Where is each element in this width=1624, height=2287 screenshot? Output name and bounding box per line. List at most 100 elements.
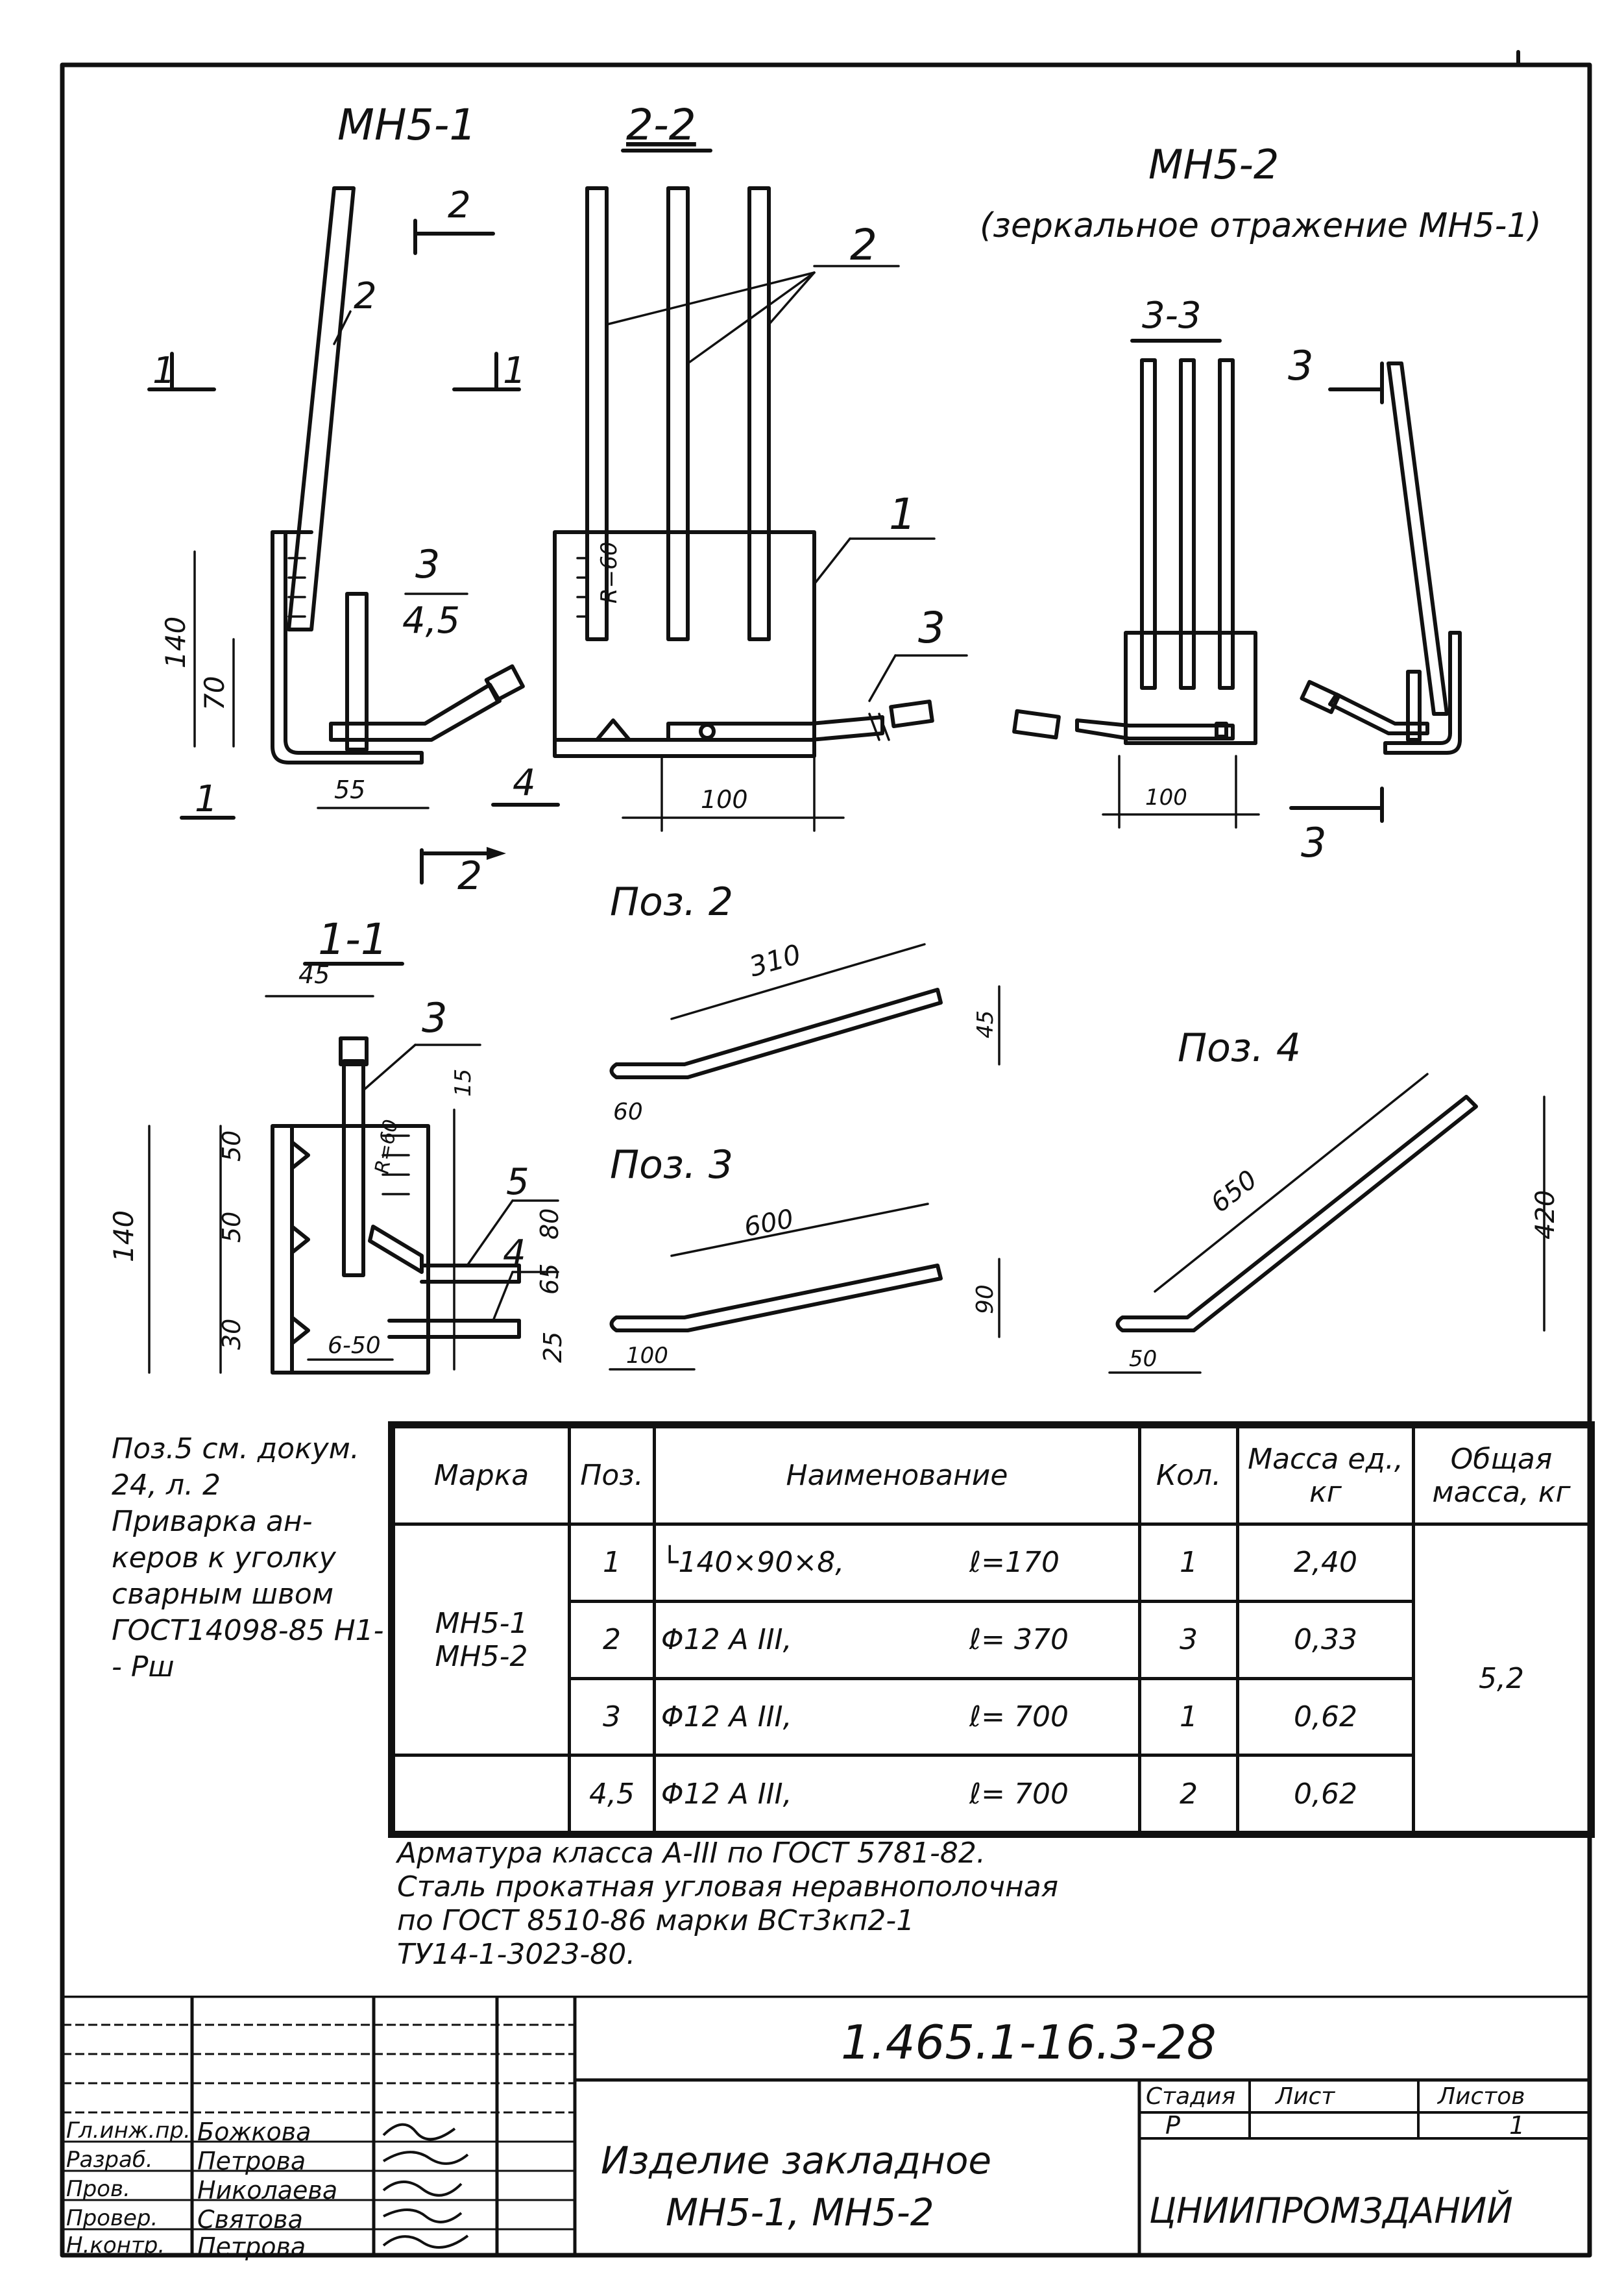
s22-weld-symbol bbox=[595, 718, 631, 742]
pos3-dim-90: 90 bbox=[972, 1284, 999, 1314]
view-title-mn5-1: МН5-1 bbox=[337, 100, 476, 150]
cut-1-bottom-label: 1 bbox=[195, 778, 218, 820]
left-note-line: Приварка ан- bbox=[112, 1505, 313, 1538]
leader-1 bbox=[813, 537, 851, 585]
pos4-title: Поз. 4 bbox=[1178, 1025, 1301, 1071]
sheets-value: 1 bbox=[1509, 2111, 1525, 2140]
stamp-name: Петрова bbox=[197, 2232, 306, 2261]
mn5-1-anchor-4 bbox=[329, 683, 502, 742]
s22-dim-100: 100 bbox=[701, 785, 748, 814]
s33-anchor-left bbox=[1140, 358, 1157, 690]
spec-mark: МН5-2 bbox=[435, 1639, 528, 1673]
s22-pos2-label: 2 bbox=[850, 220, 877, 270]
s22-anchor-right bbox=[747, 186, 771, 641]
leader-2b bbox=[686, 271, 816, 365]
s11-dim-80: 80 bbox=[535, 1208, 564, 1240]
pos2-bar bbox=[609, 988, 943, 1079]
section-title-3-3: 3-3 bbox=[1142, 295, 1201, 337]
s11-dim-15: 15 bbox=[450, 1069, 476, 1097]
left-note-line: 24, л. 2 bbox=[112, 1469, 221, 1502]
spec-name: Φ12 А III, bbox=[652, 1676, 964, 1757]
mn5-2-anchor-2 bbox=[1387, 361, 1449, 716]
pos4-label-mn5-1: 4 bbox=[513, 762, 536, 804]
spec-mass: 2,40 bbox=[1236, 1523, 1415, 1603]
left-note-line: керов к уголку bbox=[112, 1541, 336, 1574]
spec-length: ℓ= 700 bbox=[963, 1676, 1141, 1757]
spec-mark: МН5-1 bbox=[435, 1606, 528, 1640]
section-title-2-2: 2-2 bbox=[626, 100, 696, 150]
pos2-dim-310: 310 bbox=[745, 938, 805, 983]
spec-total: 5,2 bbox=[1412, 1523, 1591, 1834]
organization: ЦНИИПРОМЗДАНИЙ bbox=[1149, 2190, 1513, 2231]
item-marks: МН5-1, МН5-2 bbox=[666, 2190, 934, 2234]
table-row: МН5-1 МН5-2 1 └140×90×8, ℓ=170 1 2,40 5,… bbox=[392, 1522, 1591, 1834]
pos3-title: Поз. 3 bbox=[610, 1142, 733, 1188]
left-note-line: - Рш bbox=[112, 1650, 175, 1683]
s22-bottom-bar bbox=[666, 715, 884, 742]
s22-anchor-left bbox=[585, 186, 609, 641]
pos4-bar bbox=[1115, 1095, 1478, 1332]
mn5-2-note: (зеркальное отражение МН5-1) bbox=[980, 206, 1542, 245]
signatures bbox=[382, 2123, 469, 2249]
pos4-dim-650-line bbox=[1154, 1073, 1429, 1293]
pos3-dim-600-line bbox=[670, 1203, 929, 1257]
spec-header-pos: Поз. bbox=[568, 1425, 656, 1526]
s11-dim-50b: 50 bbox=[217, 1212, 246, 1243]
spec-header-total-mass: Общая масса, кг bbox=[1412, 1425, 1591, 1526]
material-note-line: Арматура класса А-III по ГОСТ 5781-82. bbox=[397, 1837, 986, 1870]
stamp-role: Гл.инж.пр. bbox=[66, 2118, 191, 2144]
material-notes: Арматура класса А-III по ГОСТ 5781-82. С… bbox=[397, 1837, 1565, 1972]
s11-pos4-label: 4 bbox=[503, 1232, 526, 1275]
item-title: Изделие закладное bbox=[601, 2138, 992, 2183]
left-weld-note: Поз.5 см. докум. 24, л. 2 Приварка ан- к… bbox=[112, 1431, 384, 1685]
dim-140: 140 bbox=[160, 617, 191, 668]
mn5-1-angle bbox=[271, 530, 424, 764]
pos2-label-mn5-1: 2 bbox=[354, 275, 377, 317]
title-block-text: 1.465.1-16.3-28 Изделие закладное МН5-1,… bbox=[62, 1996, 1590, 2261]
s11-anchor-3 bbox=[342, 1059, 365, 1277]
spec-length: ℓ= 370 bbox=[963, 1599, 1141, 1680]
material-note-line: Сталь прокатная угловая неравнополочная bbox=[397, 1870, 1059, 1903]
spec-name: Φ12 А III, bbox=[652, 1599, 964, 1680]
s11-dim-65: 65 bbox=[535, 1264, 564, 1295]
dim-70: 70 bbox=[199, 676, 230, 711]
s11-weld-triangles bbox=[290, 1140, 310, 1345]
pos2-title: Поз. 2 bbox=[610, 879, 733, 925]
leader-2c bbox=[768, 271, 816, 326]
dim-55: 55 bbox=[334, 776, 365, 804]
left-note-line: сварным швом bbox=[112, 1578, 334, 1611]
material-note-line: по ГОСТ 8510-86 марки ВСт3кп2-1 bbox=[397, 1904, 915, 1937]
s22-bolt bbox=[699, 723, 716, 740]
s11-dim-50a: 50 bbox=[217, 1131, 246, 1162]
material-note-line: ТУ14-1-3023-80. bbox=[397, 1938, 636, 1971]
stamp-name: Николаева bbox=[197, 2176, 338, 2205]
pos4-dim-50: 50 bbox=[1129, 1346, 1157, 1372]
s33-anchor-mid bbox=[1179, 358, 1196, 690]
s33-dim-100: 100 bbox=[1145, 785, 1187, 811]
spec-name: └140×90×8, bbox=[652, 1523, 964, 1603]
spec-mass: 0,62 bbox=[1236, 1676, 1415, 1757]
stamp-name: Божкова bbox=[197, 2118, 311, 2146]
cut-2-top-label: 2 bbox=[448, 184, 471, 226]
s11-dim-140: 140 bbox=[108, 1210, 139, 1262]
s22-pos1-label: 1 bbox=[889, 489, 916, 539]
spec-qty: 1 bbox=[1138, 1676, 1239, 1757]
table-row: 4,5 Φ12 А III, ℓ= 700 2 0,62 bbox=[392, 1754, 1590, 1834]
s11-anchor-5-bent bbox=[368, 1225, 424, 1274]
spec-header-qty: Кол. bbox=[1138, 1425, 1239, 1526]
pos2-dim-45: 45 bbox=[973, 1010, 999, 1038]
spec-mark-empty bbox=[392, 1755, 571, 1834]
spec-qty: 2 bbox=[1138, 1754, 1239, 1834]
pos2-dim-310-line bbox=[670, 943, 926, 1020]
spec-qty: 1 bbox=[1138, 1523, 1239, 1603]
pos3-label-mn5-1: 3 bbox=[415, 542, 440, 587]
spec-mass: 0,62 bbox=[1236, 1754, 1415, 1834]
spec-length: ℓ=170 bbox=[963, 1523, 1141, 1603]
pos3-dim-100: 100 bbox=[626, 1343, 668, 1369]
leader-3 bbox=[868, 654, 897, 702]
s11-anchor-3-end bbox=[339, 1036, 369, 1066]
sheets-header: Листов bbox=[1438, 2083, 1525, 2110]
title-block bbox=[62, 1996, 1590, 2255]
pos3-bar bbox=[609, 1264, 943, 1332]
s11-plate bbox=[271, 1124, 430, 1375]
